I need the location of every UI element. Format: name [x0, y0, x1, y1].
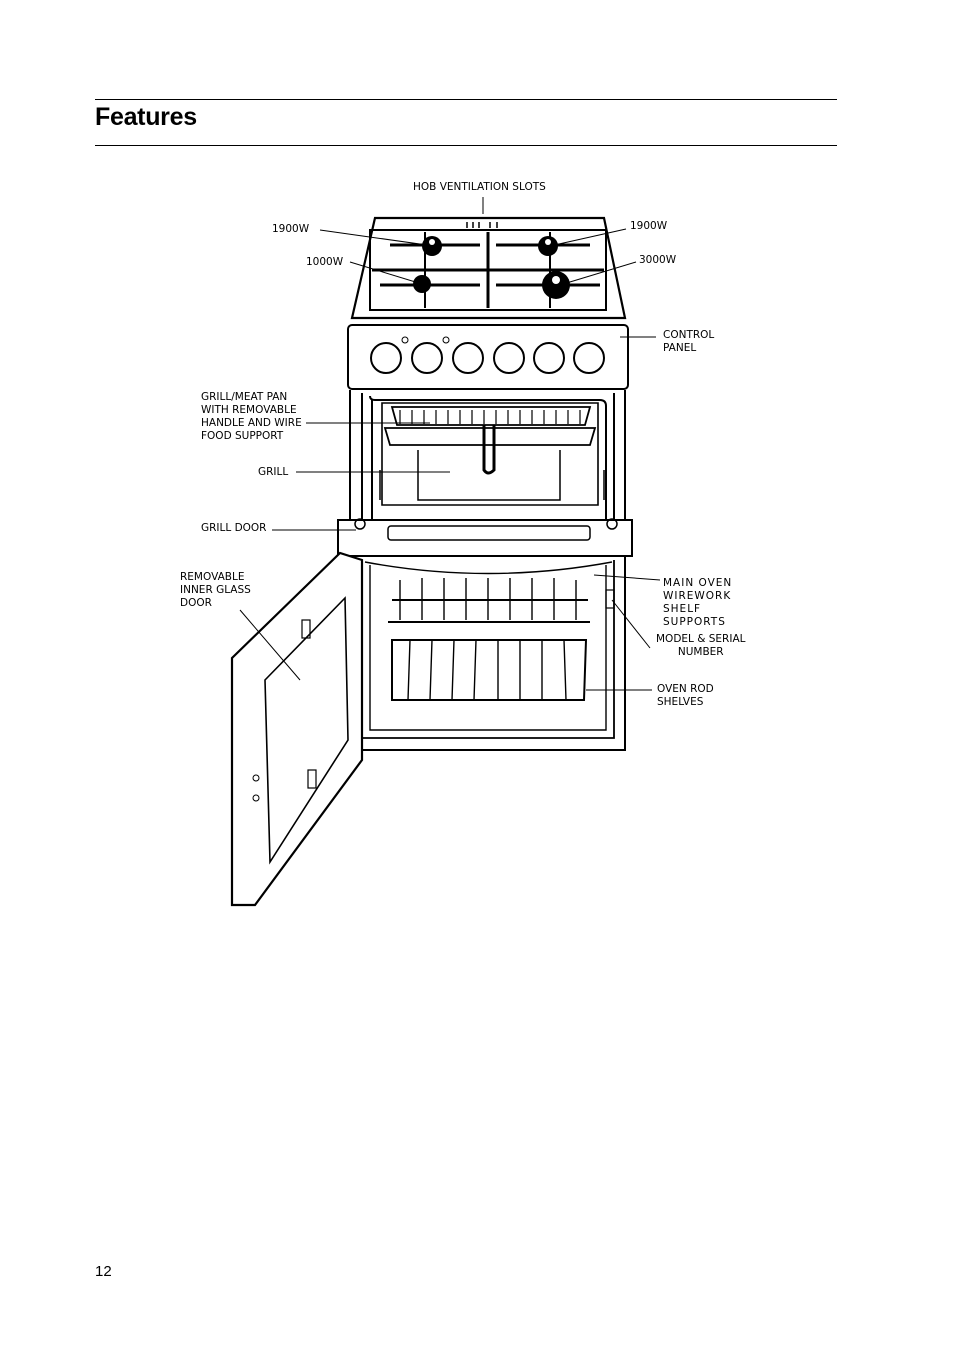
top-rule: [95, 99, 837, 100]
grill-compartment: [379, 402, 605, 506]
label-oven-rod-shelves: OVEN ROD SHELVES: [657, 683, 714, 708]
grill-door: [337, 518, 633, 557]
label-grill: GRILL: [258, 466, 289, 478]
page-number: 12: [95, 1263, 112, 1280]
label-main-oven-shelf-supports: MAIN OVEN WIREWORK SHELF SUPPORTS: [663, 577, 733, 628]
leader-lines: [239, 197, 661, 691]
page-title: Features: [95, 103, 197, 131]
main-oven: [361, 560, 615, 739]
burner-highlights: [429, 239, 560, 284]
hob-ventilation-slots: [466, 222, 498, 228]
label-model-serial-number: MODEL & SERIAL NUMBER: [656, 633, 746, 658]
label-hob-ventilation-slots: HOB VENTILATION SLOTS: [413, 181, 546, 193]
cabinet: [349, 390, 626, 751]
label-removable-inner-glass-door: REMOVABLE INNER GLASS DOOR: [180, 571, 251, 609]
label-burner-top-left: 1900W: [272, 223, 310, 235]
label-grill-meat-pan: GRILL/MEAT PAN WITH REMOVABLE HANDLE AND…: [201, 391, 302, 442]
oven-door: [230, 551, 364, 907]
title-underline: [95, 145, 837, 146]
label-control-panel: CONTROL PANEL: [663, 329, 715, 354]
label-burner-bottom-left: 1000W: [306, 256, 344, 268]
hob: [350, 216, 627, 320]
label-burner-bottom-right: 3000W: [639, 254, 677, 266]
control-panel: [347, 324, 629, 390]
label-grill-door: GRILL DOOR: [201, 522, 267, 534]
label-burner-top-right: 1900W: [630, 220, 668, 232]
